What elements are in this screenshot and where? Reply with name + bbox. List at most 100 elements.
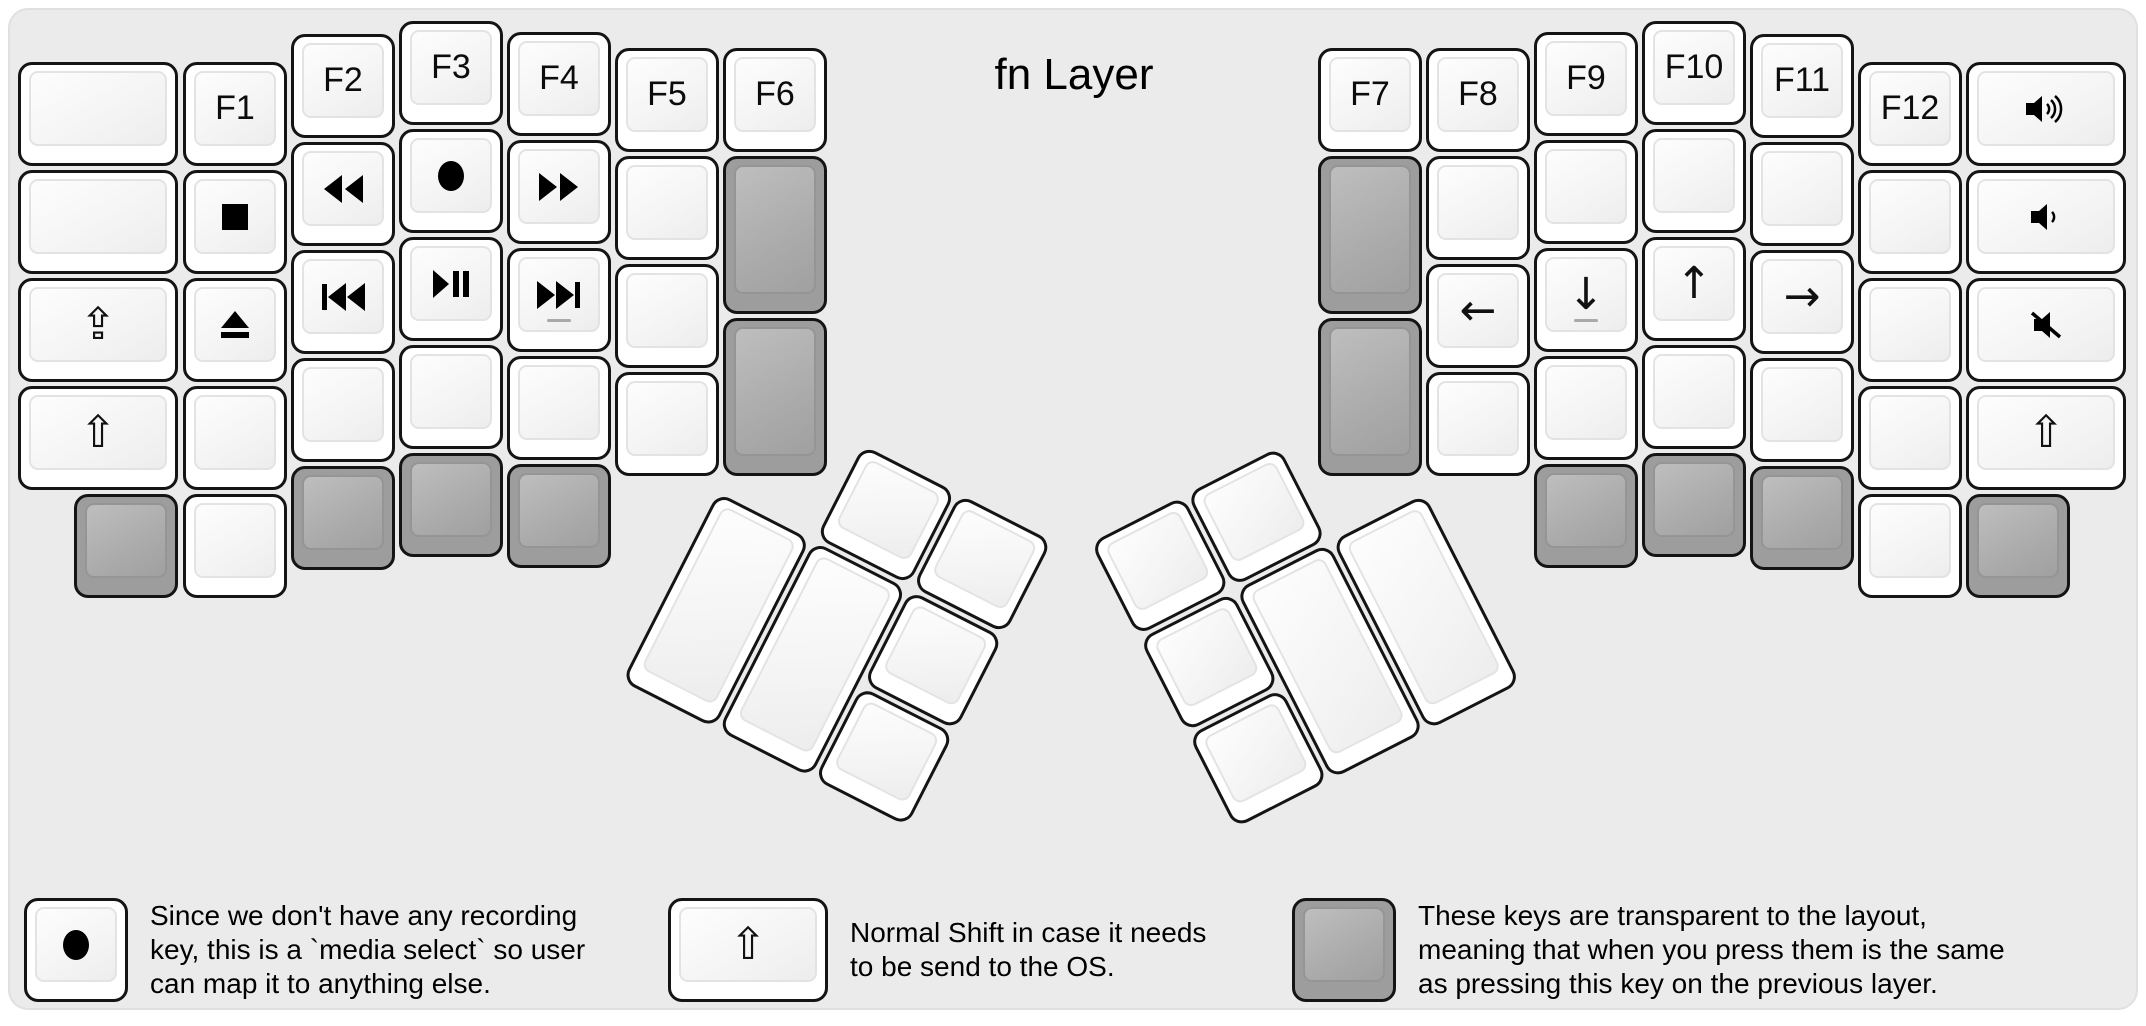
key-previous-track[interactable]: [291, 250, 395, 354]
keycap-top: [29, 179, 167, 254]
key-rewind[interactable]: [291, 142, 395, 246]
key-transparent[interactable]: [1318, 318, 1422, 476]
key-blank[interactable]: [1642, 129, 1746, 233]
key-fast-forward[interactable]: [507, 140, 611, 244]
keycap-top: [1153, 605, 1261, 710]
key-caps-lock[interactable]: ⇪: [18, 278, 178, 382]
key-blank[interactable]: [1534, 140, 1638, 244]
key-blank[interactable]: [1642, 345, 1746, 449]
keycap-top: [29, 71, 167, 146]
key-shift-sample[interactable]: ⇧: [668, 898, 828, 1002]
key-glyph: →: [1783, 270, 1821, 322]
key-volume-up[interactable]: [1966, 62, 2126, 166]
key-media-select[interactable]: [399, 129, 503, 233]
key-play-pause[interactable]: [399, 237, 503, 341]
keycap-top: F8: [1437, 57, 1519, 132]
key-stop[interactable]: [183, 170, 287, 274]
keycap-top: ⇪: [29, 287, 167, 362]
key-next-track[interactable]: [507, 248, 611, 352]
keycap-top: [882, 603, 990, 708]
keycap-top: [410, 246, 492, 321]
keycap-top: [1869, 179, 1951, 254]
key-label: F11: [1773, 61, 1831, 99]
key-transparent[interactable]: [1318, 156, 1422, 314]
keycap-top: ⇧: [1977, 395, 2115, 470]
key-eject[interactable]: [183, 278, 287, 382]
key-transparent[interactable]: [507, 464, 611, 568]
keycap-top: →: [1761, 259, 1843, 334]
key-transparent[interactable]: [1750, 466, 1854, 570]
keycap-top: ⇧: [679, 907, 817, 982]
key-f10[interactable]: F10: [1642, 21, 1746, 125]
key-f6[interactable]: F6: [723, 48, 827, 152]
key-blank[interactable]: [1858, 494, 1962, 598]
keycap-top: [1545, 473, 1627, 548]
key-shift[interactable]: ⇧: [1966, 386, 2126, 490]
key-blank[interactable]: [615, 264, 719, 368]
key-blank[interactable]: [183, 494, 287, 598]
key-arrow-down[interactable]: ↓: [1534, 248, 1638, 352]
key-transparent[interactable]: [1642, 453, 1746, 557]
keycap-top: [1437, 381, 1519, 456]
key-blank[interactable]: [1858, 386, 1962, 490]
record-icon: [59, 927, 93, 963]
key-blank[interactable]: [1534, 356, 1638, 460]
keycap-top: [1869, 395, 1951, 470]
key-blank[interactable]: [1858, 278, 1962, 382]
key-glyph: ⇧: [79, 406, 117, 458]
key-blank[interactable]: [507, 356, 611, 460]
key-glyph: ↓: [1567, 268, 1605, 320]
key-label: F5: [647, 75, 687, 113]
keycap-top: [302, 151, 384, 226]
key-transparent[interactable]: [399, 453, 503, 557]
key-blank[interactable]: [183, 386, 287, 490]
keycap-top: F11: [1761, 43, 1843, 118]
key-label: F1: [215, 89, 255, 127]
keycap-top: F7: [1329, 57, 1411, 132]
key-arrow-right[interactable]: →: [1750, 250, 1854, 354]
key-shift[interactable]: ⇧: [18, 386, 178, 490]
keycap-top: F4: [518, 41, 600, 116]
key-f8[interactable]: F8: [1426, 48, 1530, 152]
key-blank[interactable]: [18, 62, 178, 166]
key-transparent[interactable]: [723, 318, 827, 476]
key-media-select-sample[interactable]: [24, 898, 128, 1002]
key-transparent[interactable]: [291, 466, 395, 570]
key-volume-down[interactable]: [1966, 170, 2126, 274]
key-arrow-left[interactable]: ←: [1426, 264, 1530, 368]
key-blank[interactable]: [1426, 156, 1530, 260]
key-f4[interactable]: F4: [507, 32, 611, 136]
key-blank[interactable]: [615, 372, 719, 476]
key-blank[interactable]: [1426, 372, 1530, 476]
stop-icon: [219, 201, 251, 233]
key-transparent[interactable]: [723, 156, 827, 314]
keycap-top: ⇧: [29, 395, 167, 470]
key-mute[interactable]: [1966, 278, 2126, 382]
key-transparent[interactable]: [1534, 464, 1638, 568]
key-blank[interactable]: [18, 170, 178, 274]
key-f2[interactable]: F2: [291, 34, 395, 138]
key-blank[interactable]: [1750, 142, 1854, 246]
play-pause-icon: [430, 267, 472, 301]
key-f3[interactable]: F3: [399, 21, 503, 125]
key-f9[interactable]: F9: [1534, 32, 1638, 136]
key-blank[interactable]: [291, 358, 395, 462]
key-f1[interactable]: F1: [183, 62, 287, 166]
key-blank[interactable]: [1750, 358, 1854, 462]
key-f7[interactable]: F7: [1318, 48, 1422, 152]
key-transparent[interactable]: [1966, 494, 2070, 598]
keycap-top: [410, 138, 492, 213]
key-transparent[interactable]: [74, 494, 178, 598]
key-blank[interactable]: [615, 156, 719, 260]
key-f5[interactable]: F5: [615, 48, 719, 152]
key-transparent-sample[interactable]: [1292, 898, 1396, 1002]
key-blank[interactable]: [1858, 170, 1962, 274]
key-f11[interactable]: F11: [1750, 34, 1854, 138]
key-blank[interactable]: [399, 345, 503, 449]
key-label: F6: [755, 75, 795, 113]
legend-transparent-text: These keys are transparent to the layout…: [1418, 900, 2005, 999]
key-arrow-up[interactable]: ↑: [1642, 237, 1746, 341]
key-glyph: ⇧: [729, 918, 767, 970]
keycap-top: [833, 699, 941, 804]
key-f12[interactable]: F12: [1858, 62, 1962, 166]
